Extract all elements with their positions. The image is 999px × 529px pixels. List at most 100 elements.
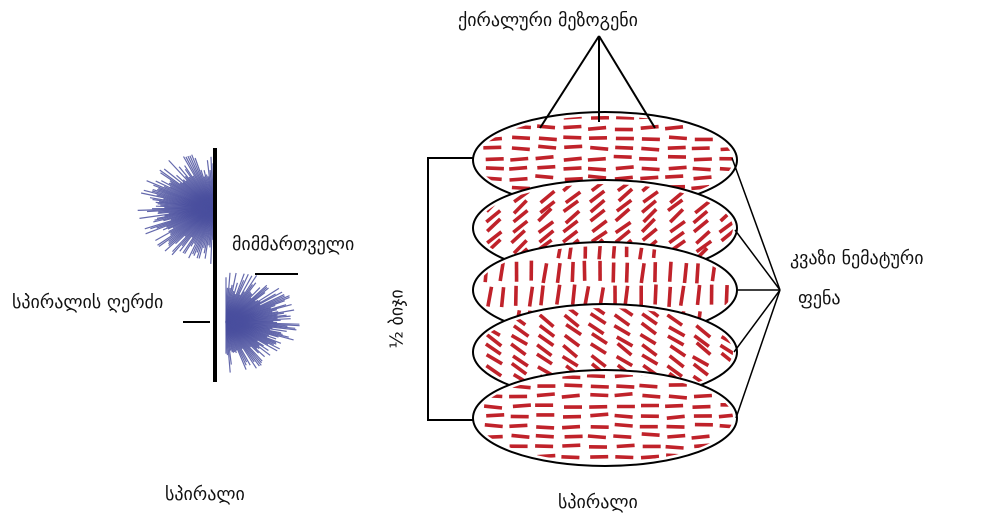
mesogen-rod xyxy=(615,394,633,396)
mesogen-rod xyxy=(536,427,554,428)
director-fans xyxy=(138,155,300,373)
mesogen-rod xyxy=(669,167,687,168)
mesogen-rod xyxy=(616,117,634,118)
mesogen-rod xyxy=(669,137,687,138)
mesogen-rod xyxy=(665,127,683,129)
mesogen-rod xyxy=(642,395,660,397)
mesogen-rod xyxy=(591,386,609,387)
mesogen-rod xyxy=(667,416,685,418)
helix-axis-label: სპირალის ღერძი xyxy=(12,294,163,312)
mesogen-rod xyxy=(563,137,581,138)
mesogen-rod xyxy=(537,394,555,396)
mesogen-rod xyxy=(639,385,657,386)
mesogen-rod xyxy=(565,436,583,437)
nematic-layer xyxy=(473,370,739,466)
mesogen-rod xyxy=(590,414,608,416)
mesogen-rod xyxy=(616,167,634,169)
mesogen-rod xyxy=(513,405,531,406)
chiral-molecules-label: ქირალური მეზოგენი xyxy=(458,12,638,30)
mesogen-rod xyxy=(641,456,659,457)
mesogen-rod xyxy=(588,176,606,178)
mesogen-rod xyxy=(616,386,634,387)
mesogen-rod xyxy=(485,425,503,427)
mesogen-rod xyxy=(573,285,575,305)
mesogen-rod xyxy=(588,169,606,170)
mesogen-rod xyxy=(502,287,504,307)
mesogen-rod xyxy=(669,287,670,307)
director-label: მიმმართველი xyxy=(232,236,354,254)
mesogen-rod xyxy=(726,285,727,305)
mesogen-rod xyxy=(558,263,561,283)
mesogen-rod xyxy=(641,127,659,129)
mesogen-rod xyxy=(640,177,658,178)
mesogen-rod xyxy=(486,159,504,160)
mesogen-rod xyxy=(693,407,711,408)
mesogen-rod xyxy=(615,177,633,179)
mesogen-rod xyxy=(639,159,657,160)
mesogen-rod xyxy=(666,447,684,448)
mesogen-rod xyxy=(486,168,504,169)
mesogen-rod xyxy=(615,147,633,148)
mesogen-rod xyxy=(564,385,582,386)
mesogen-rod xyxy=(535,446,553,447)
mesogen-rod xyxy=(665,176,683,177)
mesogen-rod xyxy=(510,159,528,161)
mesogen-rod xyxy=(484,406,502,408)
mesogen-rod xyxy=(537,167,555,168)
mesogen-rod xyxy=(642,168,660,169)
mesogen-rod xyxy=(562,427,580,428)
mesogen-rod xyxy=(509,425,527,426)
mesogen-rod xyxy=(565,179,583,180)
mesogen-rod xyxy=(614,157,632,158)
nematic-layers xyxy=(473,112,739,466)
mesogen-rod xyxy=(536,436,554,437)
mesogen-rod xyxy=(694,177,712,179)
mesogen-rod xyxy=(692,436,710,438)
layer-stack xyxy=(428,36,780,466)
mesogen-rod xyxy=(564,158,582,160)
mesogen-rod xyxy=(615,457,633,458)
mesogen-rod xyxy=(535,176,553,178)
quasi-nematic-label-line2: ფენა xyxy=(798,290,841,308)
mesogen-rod xyxy=(563,127,581,128)
mesogen-rod xyxy=(561,457,579,458)
mesogen-rod xyxy=(572,262,573,282)
mesogen-rod xyxy=(642,434,660,435)
mesogen-rod xyxy=(693,169,711,170)
mesogen-rod xyxy=(512,148,530,149)
mesogen-rod xyxy=(698,285,700,305)
mesogen-rod xyxy=(538,146,556,148)
mesogen-rod xyxy=(627,263,628,283)
mesogen-rod xyxy=(613,436,631,437)
mesogen-rod xyxy=(536,157,554,159)
mesogen-rod xyxy=(539,138,557,139)
mesogen-rod xyxy=(562,377,580,378)
mesogen-rod xyxy=(588,128,606,130)
mesogen-rod xyxy=(512,435,530,437)
half-pitch-bracket xyxy=(428,158,473,420)
right-caption: სპირალი xyxy=(558,494,638,512)
mesogen-rod xyxy=(617,445,635,446)
mesogen-rod xyxy=(590,148,608,150)
quasi-nematic-label: კვაზი ნემატური xyxy=(790,250,924,268)
mesogen-rod xyxy=(587,376,605,377)
mesogen-rod xyxy=(562,395,580,397)
mesogen-rod xyxy=(625,286,628,306)
mesogen-rod xyxy=(665,406,683,407)
mesogen-rod xyxy=(509,168,527,170)
quasi-nematic-pointer-lines xyxy=(732,158,780,418)
mesogen-rod xyxy=(562,445,580,446)
mesogen-rod xyxy=(642,139,660,140)
mesogen-rod xyxy=(486,415,504,416)
mesogen-rod xyxy=(564,168,582,169)
mesogen-rod xyxy=(510,179,528,180)
mesogen-rod xyxy=(615,425,633,427)
half-pitch-label: ½ ბიჯი xyxy=(389,289,407,348)
mesogen-rod xyxy=(655,285,656,305)
mesogen-rod xyxy=(483,147,501,148)
mesogen-rod xyxy=(667,436,685,437)
mesogen-rod xyxy=(590,395,608,396)
mesogen-rod xyxy=(668,147,686,148)
mesogen-rod xyxy=(615,375,633,377)
